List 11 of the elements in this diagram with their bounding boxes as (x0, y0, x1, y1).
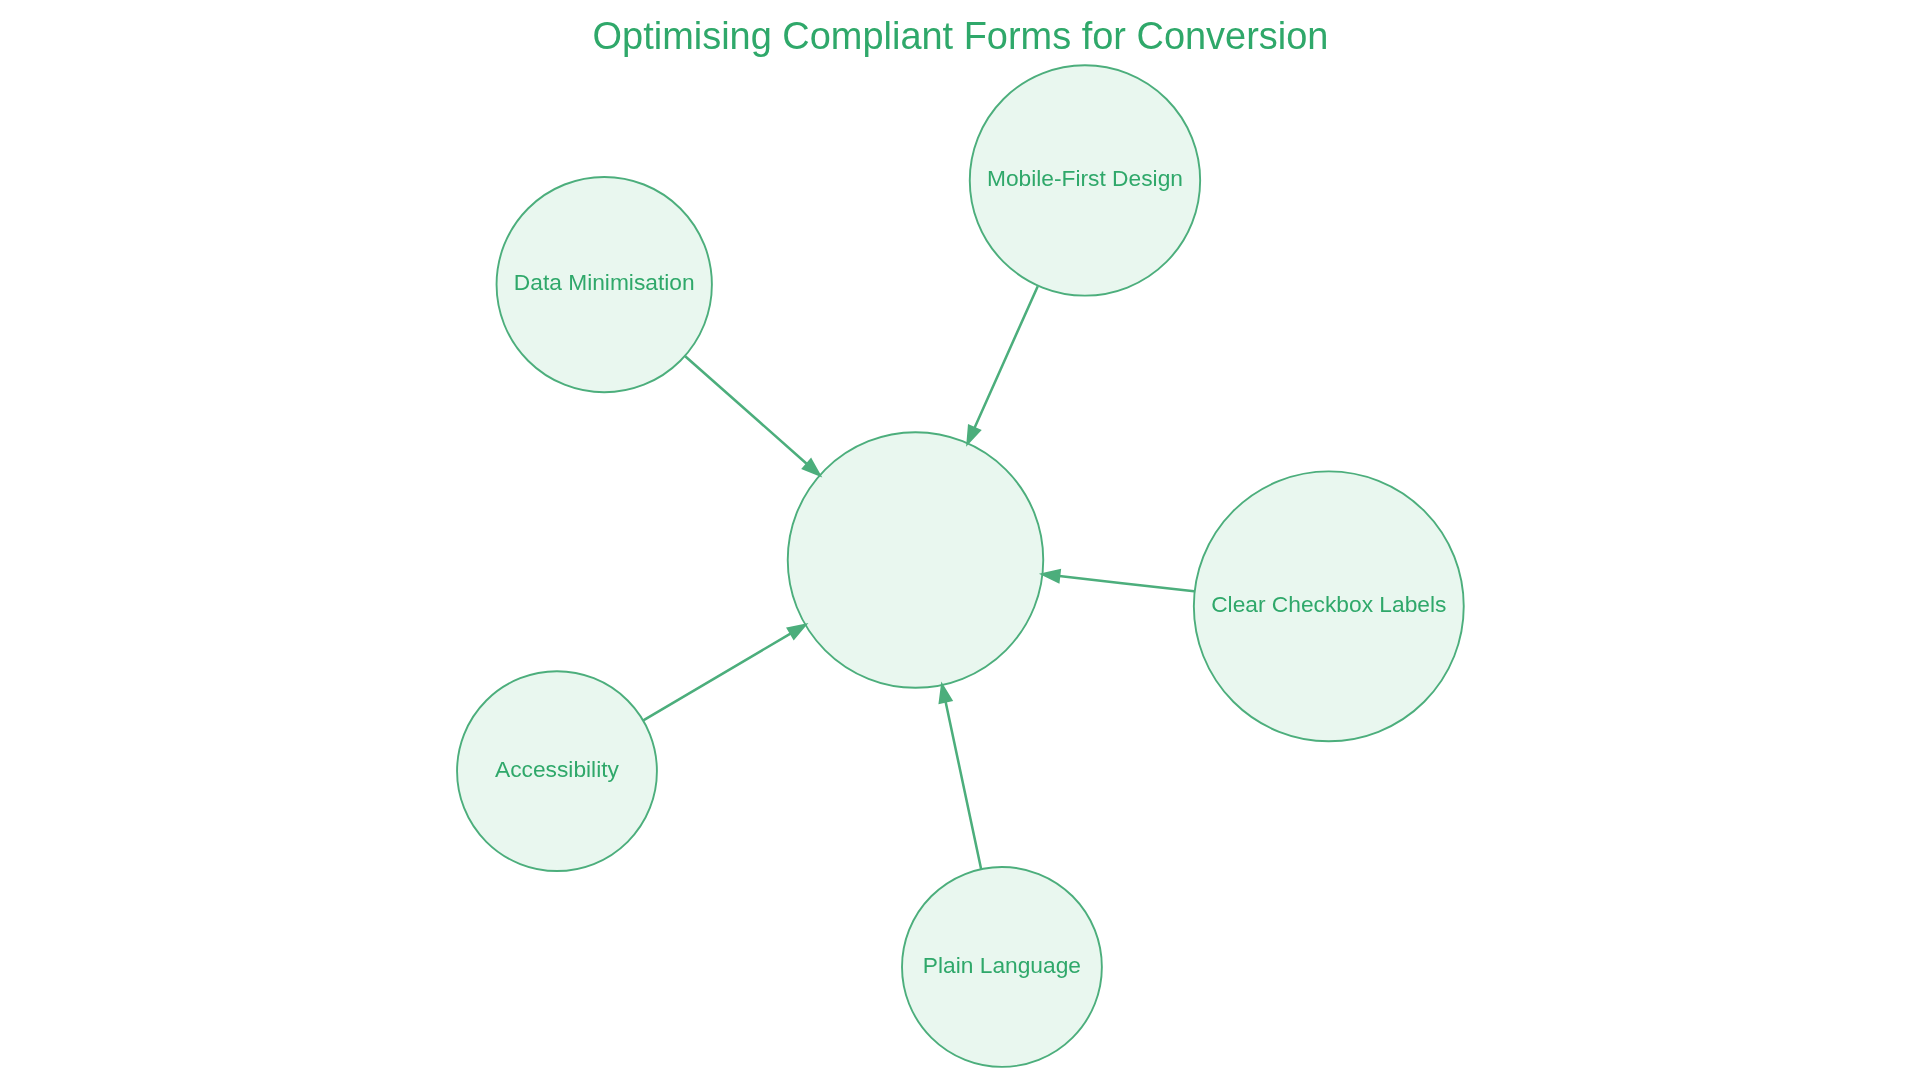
node-circle: Clear Checkbox Labels (1192, 470, 1465, 743)
node-circle: Plain Language (900, 866, 1103, 1068)
arrow (937, 681, 982, 870)
node-circle: Accessibility (455, 670, 658, 873)
arrow (683, 355, 822, 478)
node-circle: Mobile-First Design (968, 64, 1201, 297)
arrow (1038, 568, 1194, 593)
arrow (642, 623, 808, 722)
diagram-title: Optimising Compliant Forms for Conversion (592, 14, 1328, 57)
arrow (965, 285, 1039, 447)
node-circle: Data Minimisation (495, 176, 713, 394)
